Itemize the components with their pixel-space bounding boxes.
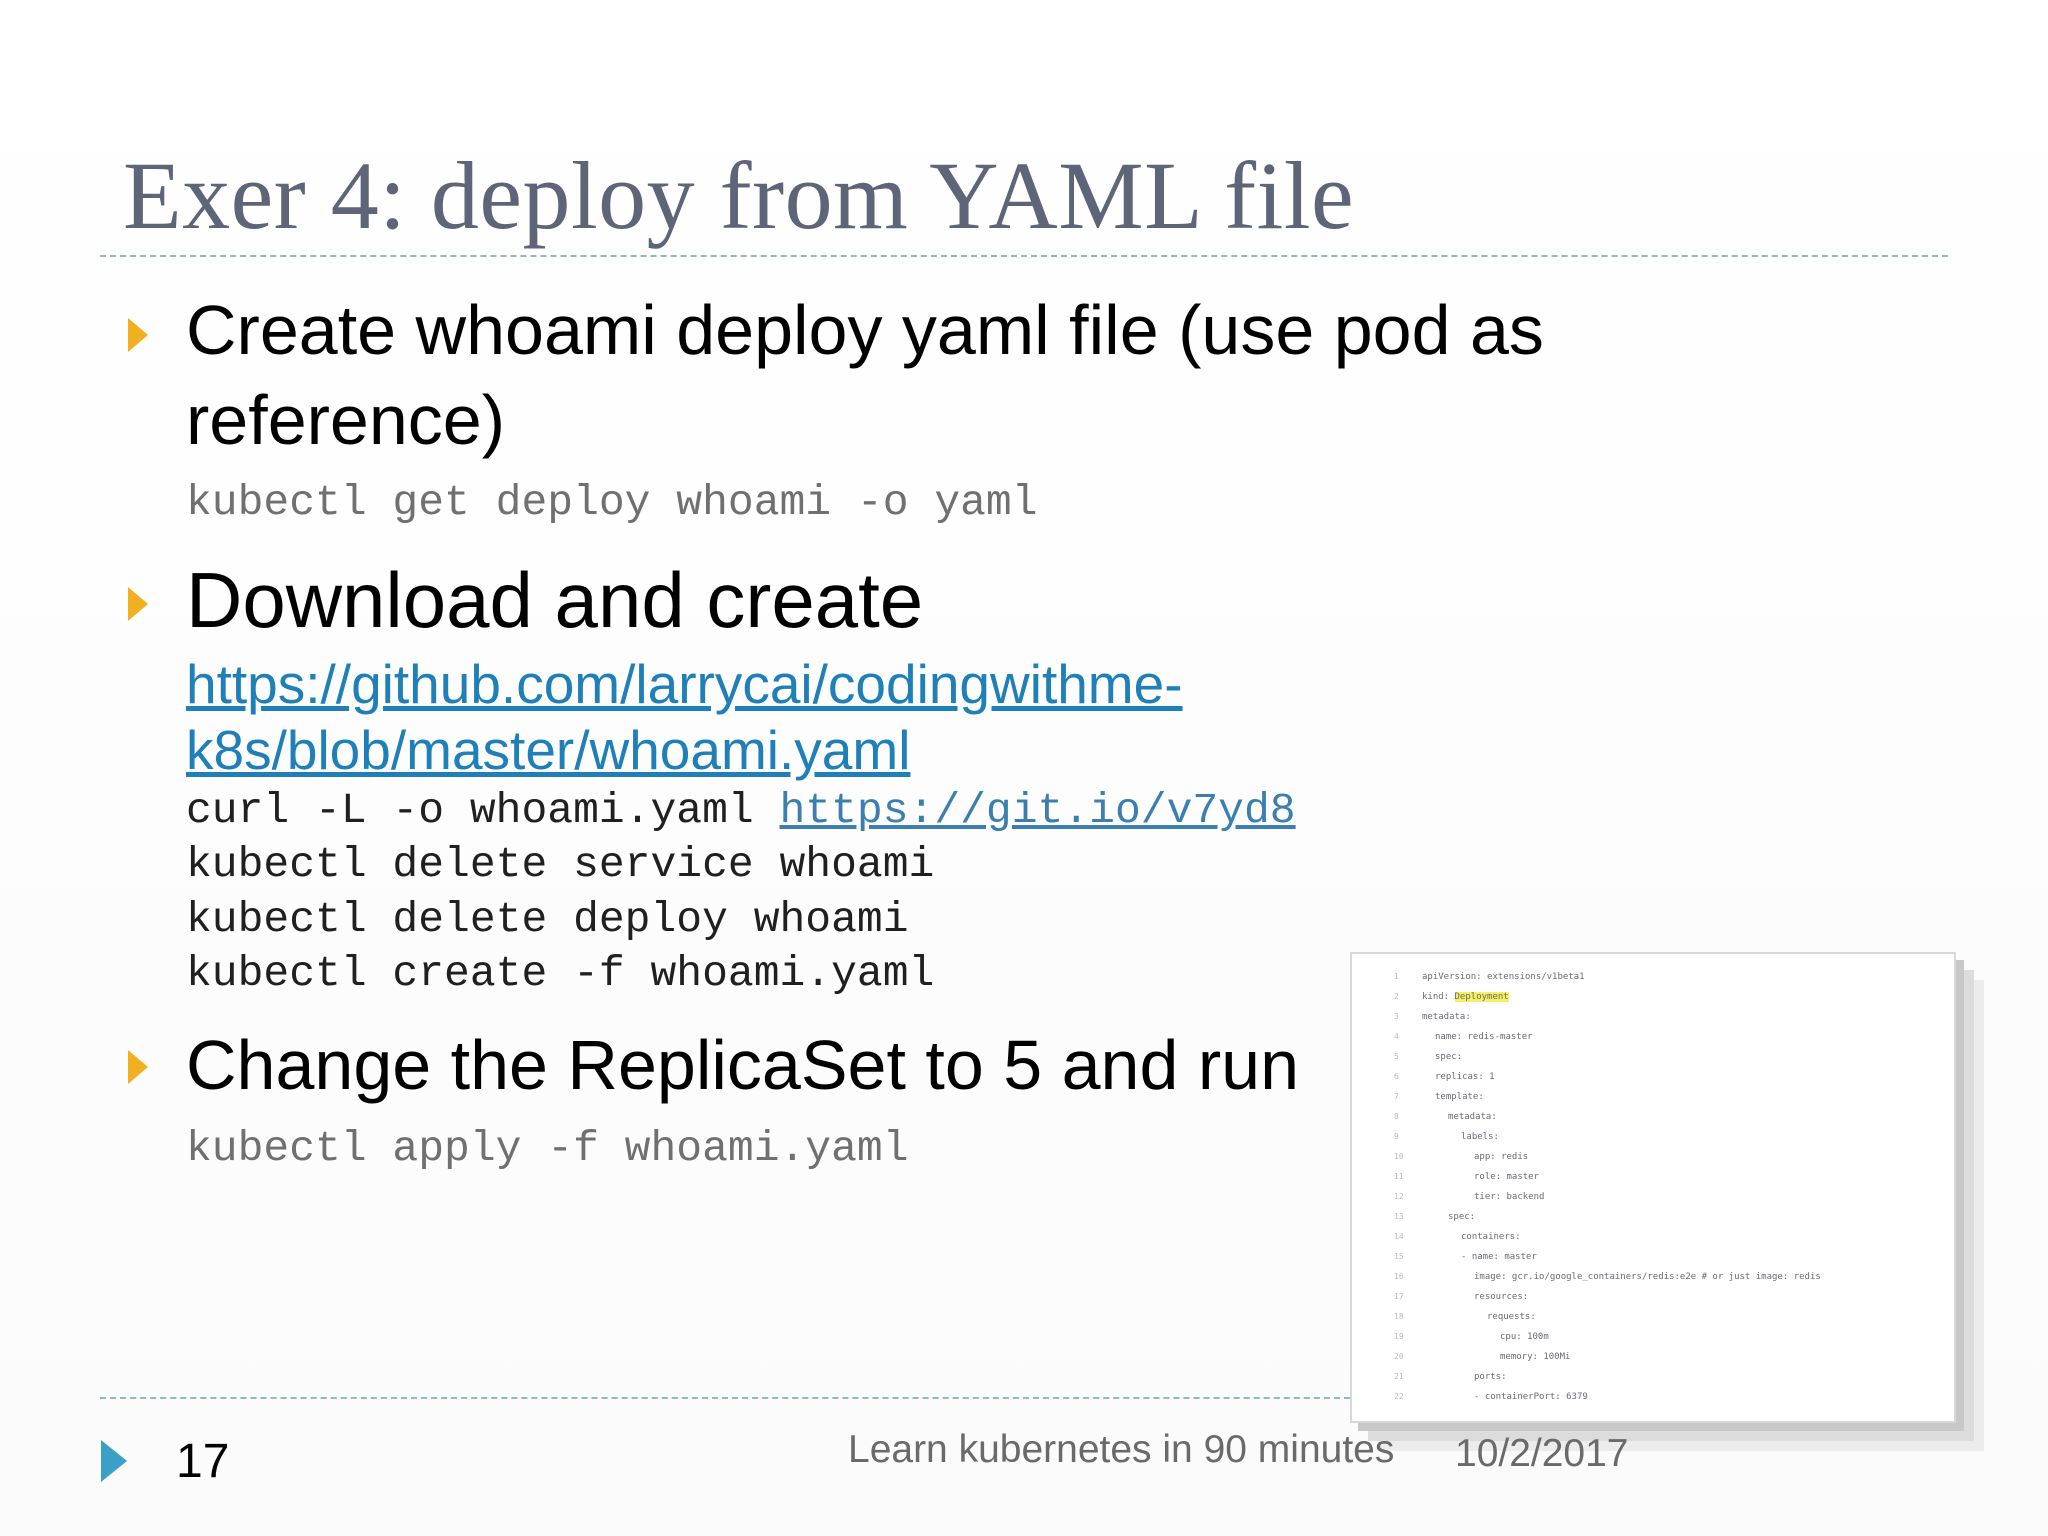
- line-number: 5: [1394, 1052, 1399, 1061]
- yaml-line: containers:: [1461, 1232, 1521, 1242]
- line-number: 12: [1394, 1192, 1404, 1201]
- code-line: kubectl get deploy whoami -o yaml: [186, 478, 1038, 527]
- yaml-line: requests:: [1487, 1312, 1536, 1322]
- code-line: kubectl delete deploy whoami: [186, 895, 909, 944]
- line-number: 19: [1394, 1332, 1404, 1341]
- bullet-line: Create whoami deploy yaml file (use pod …: [186, 291, 1544, 369]
- footer-arrow-icon: [101, 1440, 127, 1482]
- yaml-line: metadata:: [1448, 1112, 1497, 1122]
- yaml-line: resources:: [1474, 1292, 1529, 1302]
- yaml-line: memory: 100Mi: [1500, 1352, 1571, 1362]
- bullet-line: reference): [186, 381, 506, 459]
- line-number: 6: [1394, 1072, 1399, 1081]
- yaml-line: role: master: [1474, 1172, 1540, 1182]
- yaml-line: spec:: [1435, 1052, 1463, 1062]
- code-line: kubectl delete service whoami: [186, 840, 935, 889]
- yaml-key: kind:: [1422, 992, 1455, 1002]
- yaml-line: ports:: [1474, 1372, 1507, 1382]
- slide-title: Exer 4: deploy from YAML file: [123, 142, 1355, 249]
- code-line: kubectl apply -f whoami.yaml: [186, 1124, 909, 1173]
- yaml-line: - containerPort: 6379: [1474, 1392, 1588, 1402]
- yaml-line: apiVersion: extensions/v1beta1: [1422, 972, 1585, 982]
- yaml-line: spec:: [1448, 1212, 1476, 1222]
- line-number: 8: [1394, 1112, 1399, 1121]
- bullet-arrow-icon: [128, 318, 148, 352]
- page-number: 17: [176, 1435, 230, 1488]
- line-number: 16: [1394, 1272, 1404, 1281]
- yaml-line: kind: Deployment: [1422, 992, 1509, 1002]
- yaml-line: cpu: 100m: [1500, 1332, 1549, 1342]
- yaml-line: metadata:: [1422, 1012, 1471, 1022]
- yaml-screenshot: 1 apiVersion: extensions/v1beta1 2 kind: De…: [1350, 952, 1956, 1423]
- line-number: 15: [1394, 1252, 1404, 1261]
- highlighted-value: Deployment: [1454, 992, 1509, 1002]
- line-number: 14: [1394, 1232, 1404, 1241]
- line-number: 10: [1394, 1152, 1404, 1161]
- github-link[interactable]: k8s/blob/master/whoami.yaml: [186, 718, 910, 782]
- line-number: 11: [1394, 1172, 1404, 1181]
- yaml-line: - name: master: [1461, 1252, 1537, 1262]
- link-line[interactable]: k8s/blob/master/whoami.yaml: [186, 719, 911, 781]
- line-number: 9: [1394, 1132, 1399, 1141]
- line-number: 7: [1394, 1092, 1399, 1101]
- bullet-arrow-icon: [128, 587, 148, 621]
- yaml-line: app: redis: [1474, 1152, 1529, 1162]
- yaml-line: replicas: 1: [1435, 1072, 1495, 1082]
- bullet-text: Download and create: [186, 556, 924, 644]
- code-line: curl -L -o whoami.yaml https://git.io/v7…: [186, 786, 1296, 835]
- line-number: 1: [1394, 972, 1399, 981]
- line-number: 4: [1394, 1032, 1399, 1041]
- footer-divider: [100, 1397, 1350, 1399]
- footer-date: 10/2/2017: [1455, 1432, 1629, 1475]
- line-number: 3: [1394, 1012, 1399, 1021]
- link-line[interactable]: https://github.com/larrycai/codingwithme…: [186, 653, 1183, 715]
- code-text: curl -L -o whoami.yaml: [186, 786, 780, 835]
- yaml-line: tier: backend: [1474, 1192, 1545, 1202]
- line-number: 13: [1394, 1212, 1404, 1221]
- github-link[interactable]: https://github.com/larrycai/codingwithme…: [186, 652, 1183, 716]
- line-number: 2: [1394, 992, 1399, 1001]
- yaml-line: image: gcr.io/google_containers/redis:e2…: [1474, 1272, 1821, 1282]
- line-number: 22: [1394, 1392, 1404, 1401]
- yaml-line: template:: [1435, 1092, 1484, 1102]
- line-number: 17: [1394, 1292, 1404, 1301]
- line-number: 20: [1394, 1352, 1404, 1361]
- bullet-text: Create whoami deploy yaml file (use pod …: [186, 285, 1544, 465]
- footer-title: Learn kubernetes in 90 minutes: [848, 1428, 1395, 1471]
- bullet-arrow-icon: [128, 1050, 148, 1084]
- yaml-line: name: redis-master: [1435, 1032, 1533, 1042]
- yaml-line: labels:: [1461, 1132, 1499, 1142]
- bullet-text: Change the ReplicaSet to 5 and run: [186, 1026, 1299, 1104]
- line-number: 21: [1394, 1372, 1404, 1381]
- line-number: 18: [1394, 1312, 1404, 1321]
- code-line: kubectl create -f whoami.yaml: [186, 949, 935, 998]
- title-divider: [100, 255, 1948, 257]
- short-link[interactable]: https://git.io/v7yd8: [779, 786, 1296, 835]
